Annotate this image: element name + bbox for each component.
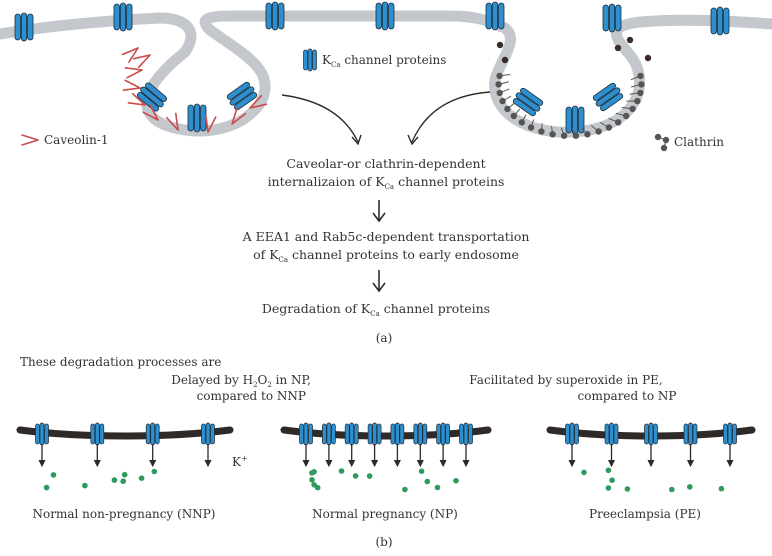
- kca-channel: [683, 422, 698, 468]
- plasma-membrane: [0, 10, 772, 138]
- k-ion: [138, 475, 145, 482]
- kca-channel: [723, 422, 737, 468]
- clathrin-pit-channel: [565, 105, 585, 135]
- membrane-channel: [710, 6, 730, 36]
- caveola-arrow: [281, 94, 359, 143]
- clathrin-label: Clathrin: [674, 135, 724, 149]
- kca-channel: [436, 422, 450, 468]
- nnp-label: Normal non-pregnancy (NNP): [33, 507, 216, 521]
- np-scene: [280, 422, 492, 493]
- panel-a: KCa channel proteins Caveolin-1 Clathrin…: [0, 1, 772, 345]
- k-ion: [151, 468, 158, 475]
- kca-channel: [565, 422, 579, 468]
- k-ion: [687, 484, 693, 490]
- caveola-channel: [187, 103, 207, 133]
- k-ion: [453, 477, 459, 484]
- caveolin-label: Caveolin-1: [44, 133, 109, 147]
- pe-scene: [546, 422, 756, 493]
- k-ion: [624, 486, 631, 492]
- k-ion: [311, 482, 317, 488]
- k-ion: [309, 477, 315, 483]
- kca-channel: [35, 422, 49, 468]
- kca-channel: [644, 422, 658, 468]
- kca-channel: [344, 422, 359, 468]
- k-ion: [418, 468, 425, 475]
- kca-channel: [145, 422, 160, 468]
- caption-a: (a): [376, 331, 393, 345]
- kca-channel: [459, 422, 473, 468]
- step-2-line-2: of KCa channel proteins to early endosom…: [253, 247, 519, 264]
- channel-legend-icon: [303, 48, 317, 72]
- np-label: Normal pregnancy (NP): [312, 507, 458, 521]
- kca-channel: [604, 422, 619, 468]
- membrane-channel: [265, 1, 285, 31]
- kca-channel: [201, 422, 215, 468]
- clathrin-coat: [495, 36, 652, 139]
- k-ion: [434, 484, 441, 491]
- ion-label: K+: [232, 454, 248, 469]
- k-ion: [82, 482, 88, 489]
- k-ion: [352, 473, 359, 479]
- k-ion: [120, 478, 126, 485]
- step-1-line-2: internalizaion of KCa channel proteins: [268, 174, 505, 191]
- k-ion: [366, 473, 373, 479]
- membrane-channel: [485, 1, 505, 31]
- kca-channel: [299, 422, 313, 468]
- np-note-line-1: Delayed by H2O2 in NP,: [171, 373, 311, 389]
- caveolin-legend-icon: [21, 134, 39, 146]
- step-2-line-1: A EEA1 and Rab5c-dependent transportatio…: [242, 229, 530, 244]
- panel-b: These degradation processes are Delayed …: [16, 355, 756, 549]
- nnp-scene: [16, 422, 234, 491]
- k-ion: [111, 477, 118, 483]
- kca-channel: [322, 422, 336, 468]
- np-note-line-2: compared to NNP: [197, 389, 306, 403]
- k-ion: [402, 486, 408, 493]
- clathrin-legend-icon: [654, 133, 670, 152]
- caption-b: (b): [375, 535, 392, 549]
- k-ion: [121, 471, 128, 478]
- k-ion: [609, 477, 615, 484]
- pe-label: Preeclampsia (PE): [589, 507, 701, 521]
- k-ion: [605, 467, 612, 474]
- k-ion: [605, 485, 612, 491]
- kca-channel: [413, 422, 428, 468]
- membrane-channel: [375, 1, 395, 31]
- panel-b-intro: These degradation processes are: [20, 355, 221, 369]
- membrane-channel: [602, 3, 622, 33]
- pe-note-line-2: compared to NP: [578, 389, 677, 403]
- membrane-channel: [113, 2, 133, 32]
- clathrin-arrow: [411, 91, 491, 143]
- kca-channel: [390, 422, 405, 468]
- k-ion: [311, 469, 317, 475]
- kca-channel: [367, 422, 382, 468]
- k-ion: [50, 472, 57, 478]
- step-1-line-1: Caveolar-or clathrin-dependent: [286, 156, 485, 171]
- k-ion: [338, 468, 345, 474]
- step-3: Degradation of KCa channel proteins: [262, 301, 490, 318]
- channel-legend-label: KCa channel proteins: [322, 53, 446, 69]
- k-ion: [424, 478, 431, 485]
- k-ion: [43, 484, 50, 491]
- k-ion: [581, 469, 587, 476]
- k-ion: [718, 485, 725, 492]
- membrane-channel: [14, 12, 34, 42]
- clathrin-pit-channel: [590, 81, 626, 113]
- kca-channel: [90, 422, 105, 468]
- k-ion: [669, 486, 675, 493]
- pe-note-line-1: Facilitated by superoxide in PE,: [469, 373, 662, 387]
